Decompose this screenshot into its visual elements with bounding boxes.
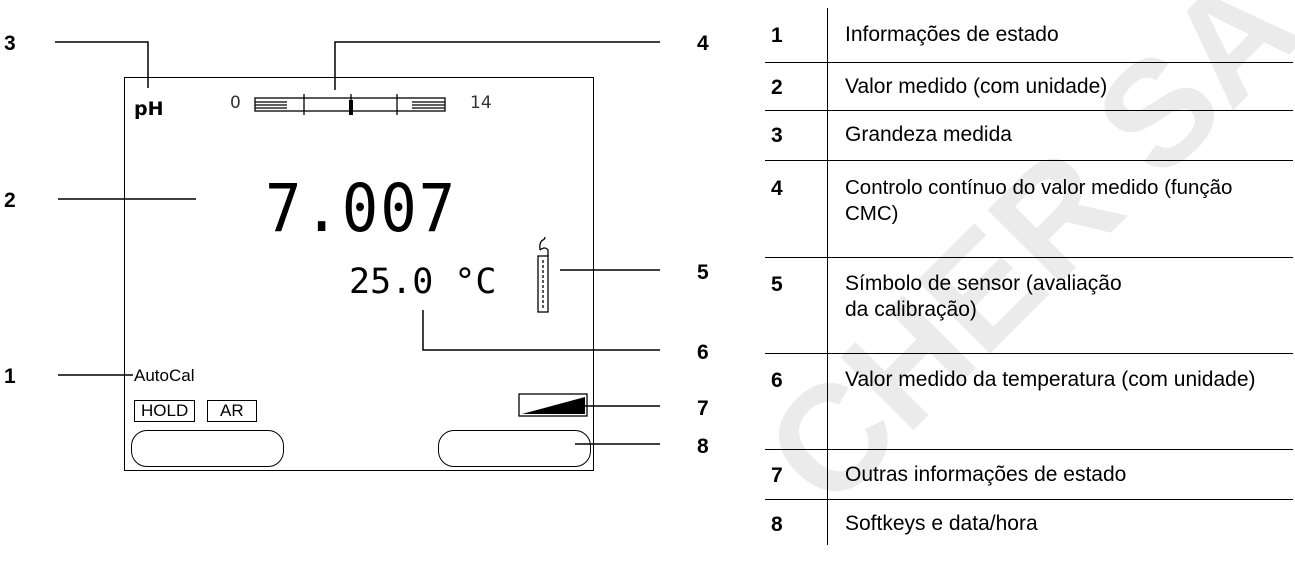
legend-text: Símbolo de sensor (avaliação da calibraç… (845, 272, 1122, 321)
scale-max: 14 (470, 93, 492, 113)
device-display: pH 0 14 7.007 25.0 °C AutoCal HOLD AR (124, 77, 594, 471)
legend-divider (827, 8, 828, 545)
temperature-value: 25.0 °C (349, 262, 497, 302)
callout-3: 3 (4, 32, 16, 55)
callout-5: 5 (697, 261, 709, 284)
measured-value: 7.007 (265, 170, 457, 247)
ar-indicator: AR (207, 400, 257, 422)
callout-1: 1 (4, 365, 16, 388)
legend-number: 7 (771, 464, 783, 487)
legend-number: 4 (771, 177, 783, 200)
cmc-indicator (349, 100, 353, 115)
sensor-icon (537, 236, 549, 313)
legend-row-3: 3 Grandeza medida (765, 111, 1293, 161)
legend-row-8: 8 Softkeys e data/hora (765, 500, 1293, 544)
autocal-status: AutoCal (134, 366, 195, 385)
softkey-right[interactable] (438, 430, 591, 467)
legend-text: Valor medido da temperatura (com unidade… (845, 368, 1256, 391)
legend-text: Outras informações de estado (845, 463, 1127, 486)
legend-row-4: 4 Controlo contínuo do valor medido (fun… (765, 161, 1293, 258)
legend-row-2: 2 Valor medido (com unidade) (765, 62, 1293, 111)
legend-number: 3 (771, 124, 783, 147)
legend-number: 5 (771, 273, 783, 296)
legend-row-5: 5 Símbolo de sensor (avaliação da calibr… (765, 258, 1293, 354)
status-info-icon (518, 393, 588, 417)
leader-6 (422, 310, 660, 351)
legend-text: Informações de estado (845, 23, 1059, 46)
legend-number: 8 (771, 513, 783, 536)
hold-indicator: HOLD (134, 400, 196, 422)
legend-text: Controlo contínuo do valor medido (funçã… (845, 176, 1233, 225)
scale-min: 0 (230, 93, 241, 113)
legend-number: 1 (771, 24, 783, 47)
legend-row-6: 6 Valor medido da temperatura (com unida… (765, 354, 1293, 450)
callout-6: 6 (697, 341, 709, 364)
legend-number: 2 (771, 76, 783, 99)
legend-text: Grandeza medida (845, 123, 1012, 146)
leader-3 (55, 41, 149, 88)
softkey-left[interactable] (131, 430, 284, 467)
legend-number: 6 (771, 369, 783, 392)
callout-8: 8 (697, 435, 709, 458)
measured-parameter: pH (134, 98, 164, 120)
legend-row-7: 7 Outras informações de estado (765, 450, 1293, 500)
callout-7: 7 (697, 397, 709, 420)
callout-2: 2 (4, 189, 16, 212)
legend-row-1: 1 Informações de estado (765, 10, 1293, 63)
callout-4: 4 (697, 32, 709, 55)
legend-text: Valor medido (com unidade) (845, 75, 1108, 98)
legend-text: Softkeys e data/hora (845, 512, 1038, 535)
cmc-bar-graph (254, 94, 446, 115)
leader-4 (334, 41, 660, 90)
